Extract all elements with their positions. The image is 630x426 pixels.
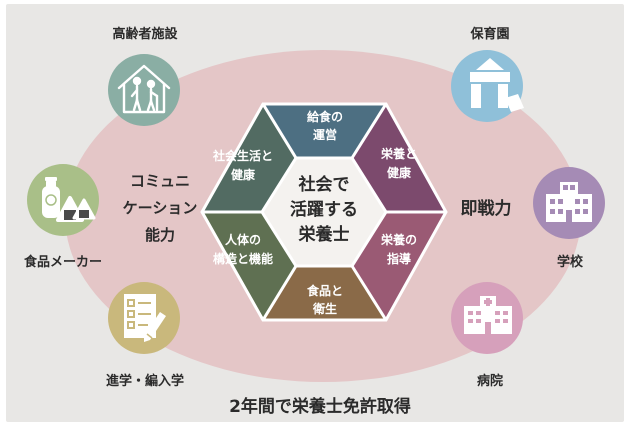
hex-top-line1: 給食の: [307, 109, 343, 124]
label-hospital: 病院: [476, 374, 504, 389]
label-elderly-facility: 高齢者施設: [112, 27, 178, 42]
hex-segment-upper-left: [202, 104, 296, 212]
center-line3: 栄養士: [298, 224, 350, 245]
label-food-maker: 食品メーカー: [23, 255, 103, 270]
side-label-left-line2: ケーション: [122, 199, 198, 217]
side-label-ready-to-work: 即戦力: [450, 196, 522, 223]
center-line1: 社会で: [298, 174, 350, 195]
hex-segment-lower-left: [202, 212, 296, 320]
circle-food: [27, 164, 99, 236]
side-label-left-line3: 能力: [144, 226, 175, 244]
hex-bottom-line2: 衛生: [312, 301, 337, 316]
label-nursery: 保育園: [470, 27, 510, 42]
label-further-study: 進学・編入学: [105, 374, 185, 389]
label-school: 学校: [556, 255, 584, 270]
footer-title: 2年間で栄養士免許取得: [229, 397, 411, 417]
checklist-icon: [124, 294, 166, 342]
hex-segment-upper-right: [352, 104, 446, 212]
center-line2: 活躍する: [290, 199, 358, 220]
side-label-right: 即戦力: [460, 199, 512, 219]
hex-bottom-line1: 食品と: [306, 283, 343, 298]
elderly-care-house-icon: [117, 64, 171, 114]
hex-lower-left-line2: 構造と機能: [213, 251, 273, 266]
hex-segment-lower-right: [352, 212, 446, 320]
side-label-left-line1: コミュニ: [129, 172, 190, 190]
hex-segment-bottom: [263, 266, 386, 320]
side-label-communication: コミュニ ケーション 能力: [120, 168, 200, 249]
hex-upper-left-line1: 社会生活と: [212, 148, 273, 163]
hex-lower-right-line2: 指導: [387, 251, 411, 266]
food-products-icon: [42, 177, 96, 222]
hex-upper-right-line1: 栄養と: [380, 146, 417, 161]
hex-upper-left-line2: 健康: [231, 167, 256, 182]
hex-center: [262, 158, 386, 266]
hex-lower-right-line1: 栄養の: [380, 232, 417, 247]
hex-segment-top: [263, 104, 386, 158]
school-building-icon: [546, 182, 592, 222]
hex-separators: [200, 102, 448, 322]
hex-top-line2: 運営: [313, 127, 337, 142]
building-blocks-icon: [470, 58, 524, 112]
hex-upper-right-line2: 健康: [387, 165, 412, 180]
hospital-icon: [464, 296, 512, 334]
circle-elderly: [108, 54, 180, 126]
hex-lower-left-line1: 人体の: [225, 232, 261, 247]
